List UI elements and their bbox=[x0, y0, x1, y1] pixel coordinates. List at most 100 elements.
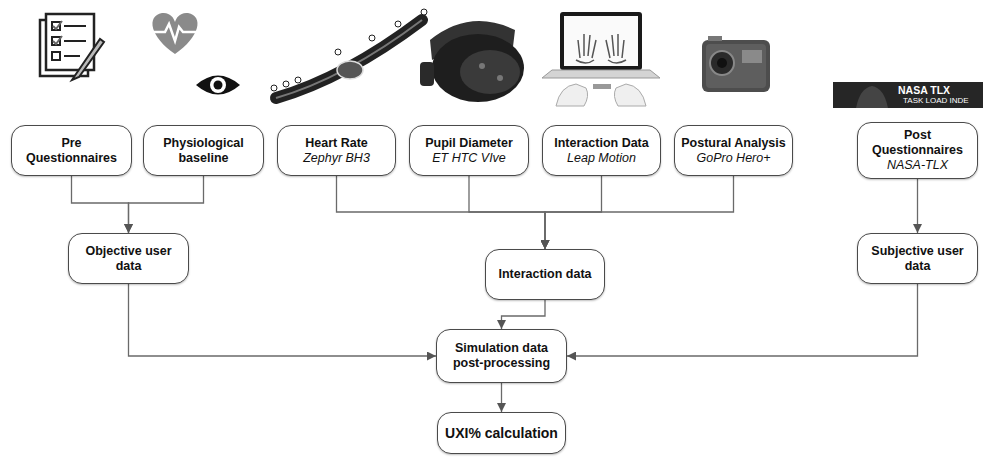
headset-body bbox=[432, 34, 524, 102]
box-title: Objective user data bbox=[74, 244, 183, 274]
box-title: Postural Analysis bbox=[681, 136, 785, 151]
callout-dot bbox=[271, 85, 277, 91]
box-text: Interaction data bbox=[498, 267, 591, 282]
ecg-line bbox=[152, 24, 198, 41]
callout-dot bbox=[335, 49, 341, 55]
hand bbox=[556, 84, 588, 106]
vr-headset-icon bbox=[420, 21, 524, 102]
check-box bbox=[52, 52, 60, 60]
screen-frame bbox=[560, 12, 642, 70]
flow-arrow bbox=[72, 176, 129, 233]
camera-button bbox=[708, 36, 722, 41]
device-name: NASA-TLX bbox=[863, 158, 972, 173]
banner-text: NASA TLX bbox=[898, 84, 950, 96]
camera-screen bbox=[742, 50, 762, 63]
hand-outline bbox=[576, 34, 596, 63]
box-title: Pre Questionnaires bbox=[17, 136, 126, 166]
process-box: Post QuestionnairesNASA-TLX bbox=[857, 122, 978, 179]
process-box: Subjective user data bbox=[857, 233, 978, 284]
process-box: Interaction DataLeap Motion bbox=[542, 125, 661, 176]
box-text: Heart RateZephyr BH3 bbox=[303, 136, 370, 166]
banner-ground bbox=[833, 82, 983, 108]
box-text: Post QuestionnairesNASA-TLX bbox=[863, 128, 972, 173]
flow-arrow bbox=[129, 284, 437, 356]
screen bbox=[564, 16, 638, 66]
device-name: ET HTC VIve bbox=[425, 151, 513, 166]
box-title: Subjective user data bbox=[863, 244, 972, 274]
laptop-base bbox=[542, 70, 660, 78]
process-box: Objective user data bbox=[68, 233, 189, 284]
sensor-dot bbox=[479, 63, 485, 69]
eye-shape bbox=[196, 76, 240, 95]
process-box: Pupil DiameterET HTC VIve bbox=[409, 125, 529, 176]
banner-figure bbox=[856, 86, 888, 108]
box-text: Physiological baseline bbox=[149, 136, 258, 166]
flow-arrow bbox=[502, 300, 546, 329]
box-title: Heart Rate bbox=[303, 136, 370, 151]
flow-arrow bbox=[129, 176, 204, 233]
process-box: Interaction data bbox=[485, 249, 605, 300]
box-title: Simulation data post-processing bbox=[442, 341, 561, 371]
callout-dot bbox=[395, 21, 401, 27]
box-title: Interaction Data bbox=[554, 136, 648, 151]
box-text: Objective user data bbox=[74, 244, 183, 274]
ear-piece bbox=[420, 62, 434, 86]
check-mark bbox=[53, 21, 62, 44]
box-text: Pre Questionnaires bbox=[17, 136, 126, 166]
banner-text: TASK LOAD INDE bbox=[903, 96, 969, 105]
list-line bbox=[64, 26, 86, 56]
pupil bbox=[214, 81, 223, 90]
flow-arrow bbox=[545, 176, 734, 249]
chest-strap-icon bbox=[271, 9, 427, 98]
flow-arrow bbox=[469, 176, 545, 249]
heart-shape bbox=[152, 13, 197, 54]
camera-body bbox=[702, 40, 770, 92]
box-title: Physiological baseline bbox=[149, 136, 258, 166]
hand bbox=[614, 84, 646, 106]
process-box: Pre Questionnaires bbox=[11, 125, 132, 176]
flow-arrow bbox=[501, 383, 502, 412]
box-title: Pupil Diameter bbox=[425, 136, 513, 151]
flow-arrow bbox=[567, 284, 918, 356]
box-text: Simulation data post-processing bbox=[442, 341, 561, 371]
laptop-icon bbox=[542, 12, 660, 106]
strap-seam bbox=[276, 20, 422, 98]
headset-front bbox=[460, 50, 520, 94]
hand-outline bbox=[606, 34, 626, 63]
sensor bbox=[337, 61, 363, 79]
box-text: Postural AnalysisGoPro Hero+ bbox=[681, 136, 785, 166]
device-name: Leap Motion bbox=[554, 151, 648, 166]
process-box: Heart RateZephyr BH3 bbox=[277, 125, 396, 176]
strap bbox=[276, 20, 422, 98]
iris bbox=[210, 77, 226, 93]
box-title: UXI% calculation bbox=[445, 425, 558, 442]
lens-center bbox=[717, 58, 727, 68]
callout-dot bbox=[283, 81, 289, 87]
eye-icon bbox=[196, 76, 240, 95]
box-title: Interaction data bbox=[498, 267, 591, 282]
process-box: Physiological baseline bbox=[143, 125, 264, 176]
heart-icon bbox=[152, 13, 198, 54]
callout-dot bbox=[421, 9, 427, 15]
box-text: UXI% calculation bbox=[445, 425, 558, 442]
clipboard-icon bbox=[40, 14, 104, 80]
box-title: Post Questionnaires bbox=[863, 128, 972, 158]
callout-dot bbox=[369, 35, 375, 41]
lens bbox=[710, 51, 734, 75]
device-name: GoPro Hero+ bbox=[681, 151, 785, 166]
sensor-device bbox=[593, 84, 611, 89]
camera-icon bbox=[702, 36, 770, 92]
banner bbox=[833, 82, 983, 108]
box-text: Interaction DataLeap Motion bbox=[554, 136, 648, 166]
device-name: Zephyr BH3 bbox=[303, 151, 370, 166]
pencil bbox=[72, 39, 104, 80]
process-box: Postural AnalysisGoPro Hero+ bbox=[674, 125, 793, 176]
box-text: Pupil DiameterET HTC VIve bbox=[425, 136, 513, 166]
flow-arrow bbox=[917, 179, 918, 233]
sensor-dot bbox=[497, 75, 503, 81]
box-text: Subjective user data bbox=[863, 244, 972, 274]
camera-front bbox=[706, 44, 766, 88]
flow-arrow bbox=[337, 176, 546, 249]
